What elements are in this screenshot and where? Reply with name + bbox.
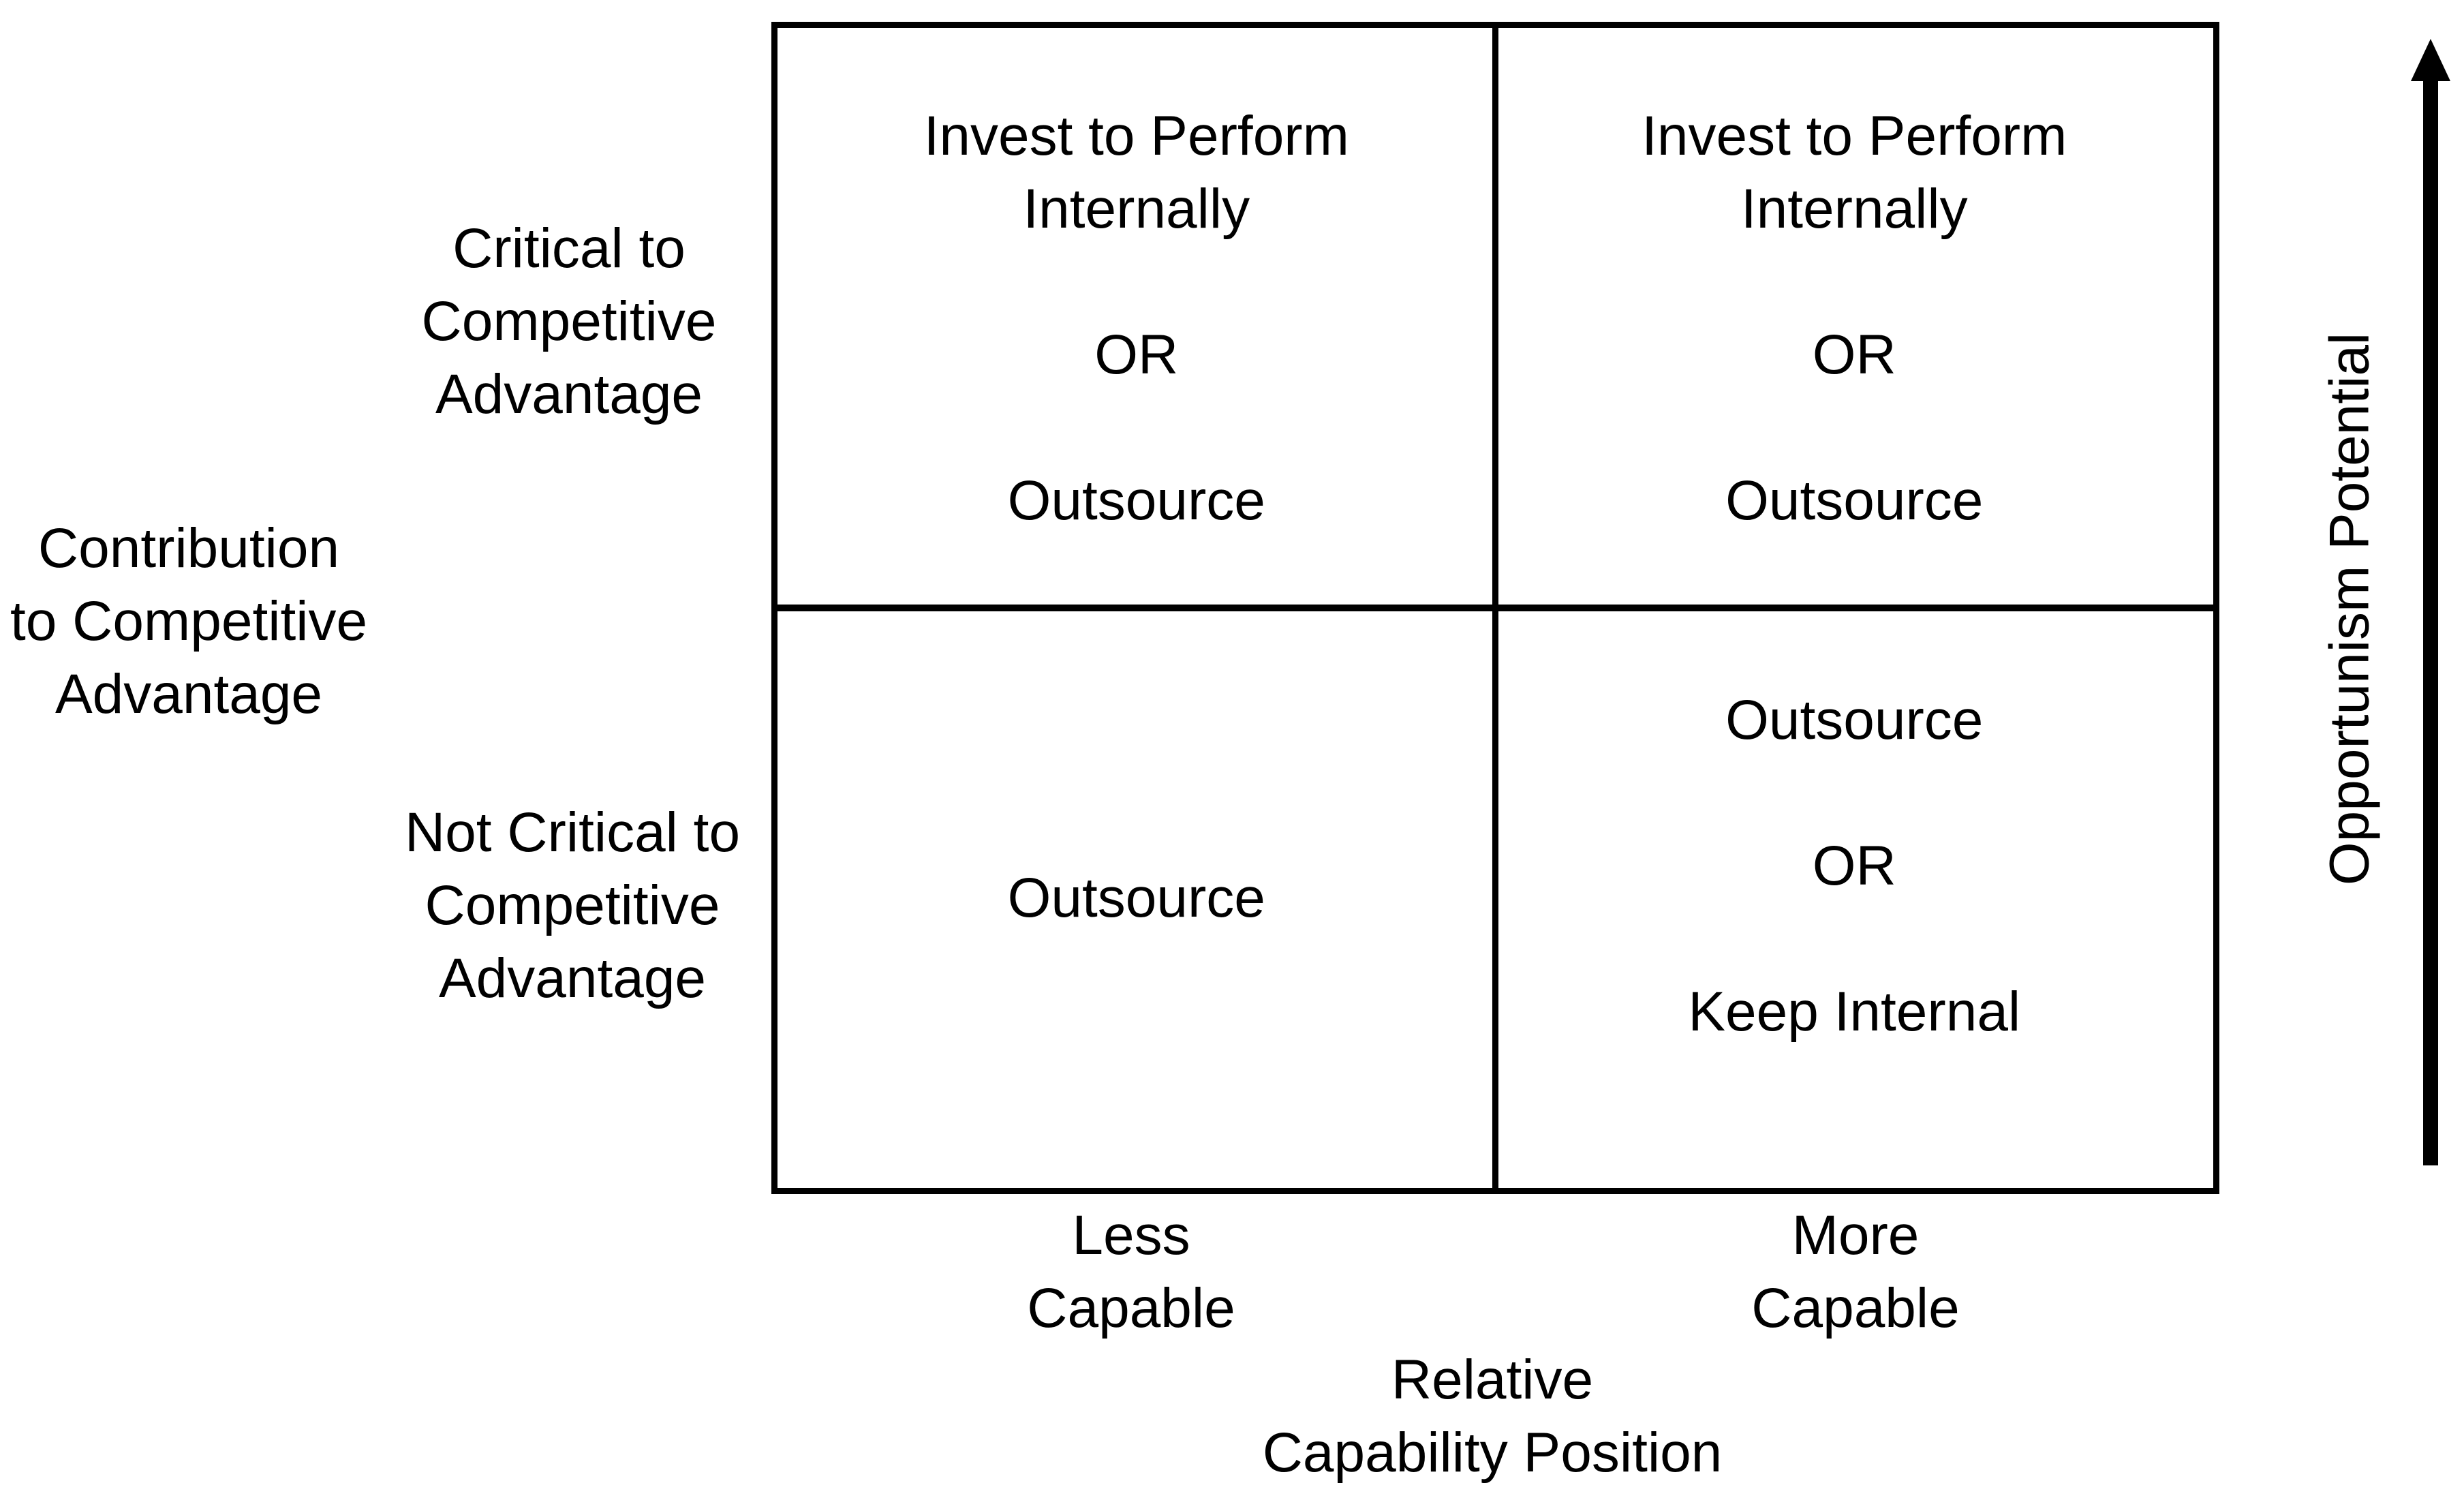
up-arrow-shaft bbox=[2423, 68, 2438, 1165]
matrix-horizontal-divider bbox=[777, 605, 2213, 611]
row-label-not-critical: Not Critical to Competitive Advantage bbox=[404, 801, 741, 1009]
opportunism-potential-label: Opportunism Potential bbox=[2318, 332, 2381, 886]
quadrant-top-right: Invest to Perform Internally OR Outsourc… bbox=[1496, 28, 2214, 608]
quadrant-bottom-left-text: Outsource bbox=[1007, 867, 1265, 929]
up-arrow-icon bbox=[2411, 39, 2450, 1165]
quadrant-top-left: Invest to Perform Internally OR Outsourc… bbox=[777, 28, 1496, 608]
column-label-less-capable: Less Capable bbox=[1027, 1204, 1235, 1339]
column-label-more-capable: More Capable bbox=[1751, 1204, 1960, 1339]
quadrant-top-left-text: Invest to Perform Internally OR Outsourc… bbox=[923, 104, 1349, 532]
quadrant-bottom-right-text: Outsource OR Keep Internal bbox=[1688, 688, 2021, 1043]
quadrant-bottom-left: Outsource bbox=[777, 608, 1496, 1188]
x-axis-title: Relative Capability Position bbox=[1262, 1349, 1723, 1484]
quadrant-top-right-text: Invest to Perform Internally OR Outsourc… bbox=[1642, 104, 2067, 532]
quadrant-bottom-right: Outsource OR Keep Internal bbox=[1496, 608, 2214, 1188]
matrix-grid: Invest to Perform Internally OR Outsourc… bbox=[771, 22, 2219, 1194]
y-axis-title: Contribution to Competitive Advantage bbox=[10, 517, 368, 725]
row-label-critical: Critical to Competitive Advantage bbox=[421, 217, 717, 425]
